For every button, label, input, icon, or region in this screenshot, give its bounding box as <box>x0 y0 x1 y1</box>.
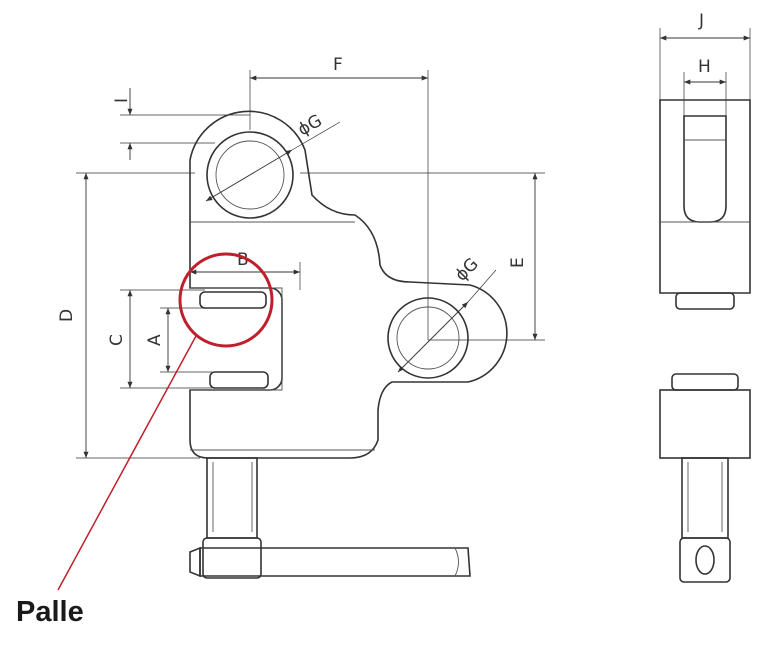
side-screw-collar <box>679 537 731 583</box>
pad-bottom <box>209 371 269 389</box>
side-dimensions: J H <box>659 11 751 116</box>
callout-circle <box>178 252 274 348</box>
dim-label-E: E <box>508 257 528 268</box>
side-screw-threads <box>687 462 723 532</box>
dim-label-G-bottom: ϕG <box>451 254 482 285</box>
jaw-inner-edge <box>190 287 283 391</box>
side-screw-shank <box>681 457 729 539</box>
side-lower-body <box>659 389 751 459</box>
side-body-outline <box>659 99 751 294</box>
screw-collar <box>202 537 262 579</box>
clamp-body-outline <box>189 110 508 459</box>
side-pad-bottom <box>671 373 739 391</box>
dim-label-B: B <box>237 250 249 270</box>
side-handle-hole <box>695 545 715 575</box>
dim-label-C: C <box>107 334 127 346</box>
handle-knob <box>189 546 201 578</box>
dim-label-A: A <box>145 334 165 346</box>
dim-label-J: J <box>698 11 704 31</box>
screw-shank <box>206 457 258 539</box>
dim-label-I: I <box>112 98 132 103</box>
side-pad-top <box>675 292 735 310</box>
handle-bar <box>199 547 471 577</box>
callout-leader-line <box>57 335 197 591</box>
front-view <box>189 110 508 579</box>
front-dimensions: F I ϕG D C A B E ϕG <box>57 55 545 459</box>
pad-top <box>199 291 267 309</box>
dim-label-G-top: ϕG <box>295 111 326 141</box>
side-view <box>659 99 751 583</box>
screw-threads <box>212 462 253 532</box>
dim-label-H: H <box>698 57 711 77</box>
dim-label-D: D <box>57 309 77 322</box>
side-shackle <box>683 115 727 223</box>
handle-end <box>454 547 459 577</box>
dim-label-F: F <box>333 55 343 75</box>
pad-callout <box>57 252 274 591</box>
callout-label: Palle <box>16 596 84 628</box>
